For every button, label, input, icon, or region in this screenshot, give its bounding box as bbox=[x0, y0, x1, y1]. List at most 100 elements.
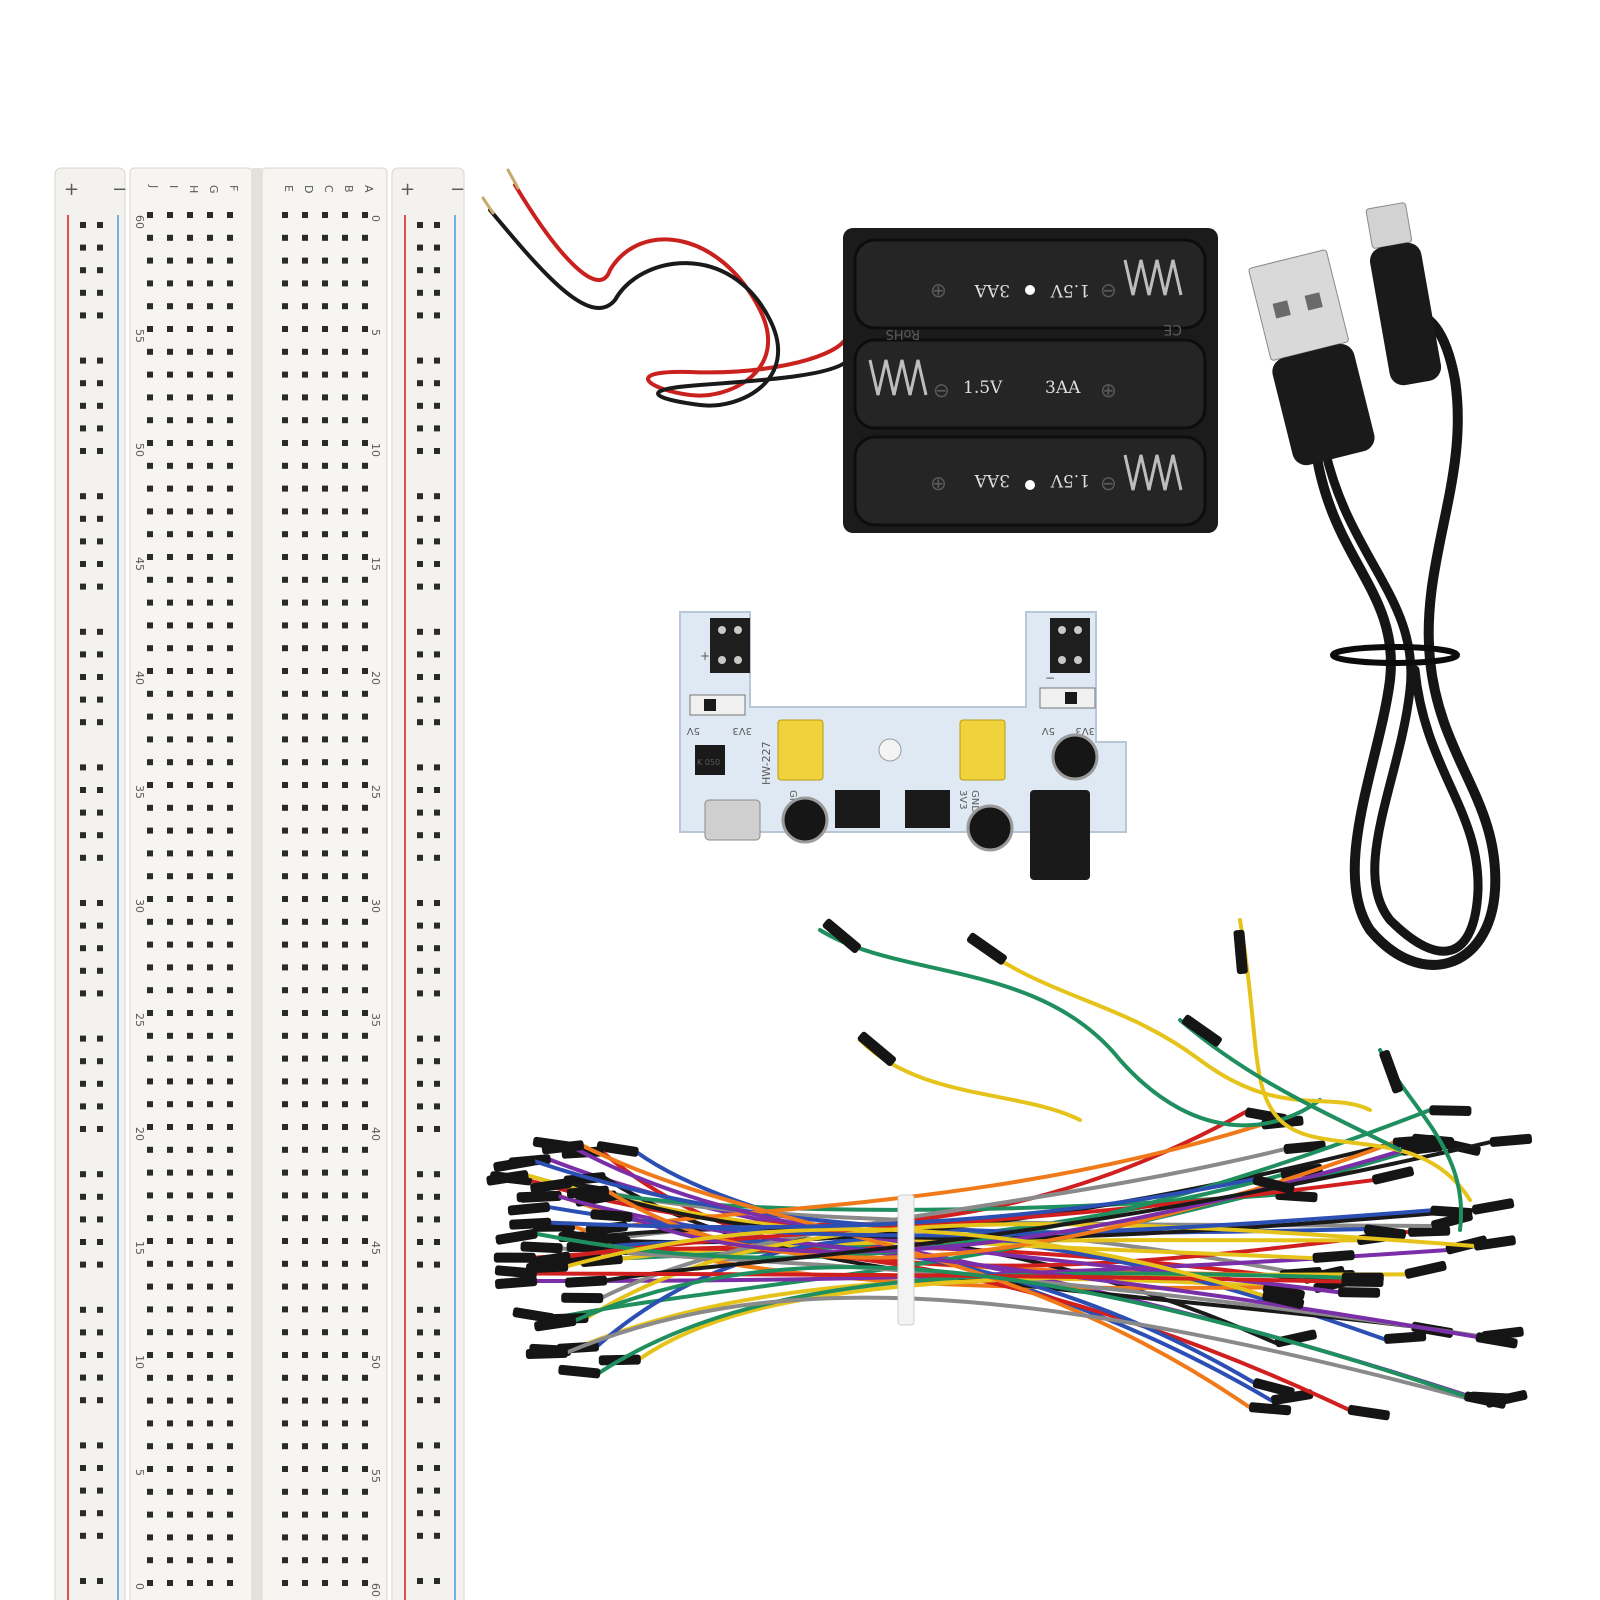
breadboard-hole[interactable] bbox=[282, 1511, 288, 1518]
breadboard-hole[interactable] bbox=[207, 485, 213, 492]
breadboard-hole[interactable] bbox=[302, 371, 308, 378]
breadboard-hole[interactable] bbox=[187, 257, 193, 264]
breadboard-hole[interactable] bbox=[302, 576, 308, 583]
breadboard-hole[interactable] bbox=[322, 713, 328, 720]
breadboard-hole[interactable] bbox=[187, 1010, 193, 1016]
rail-hole[interactable] bbox=[97, 719, 103, 726]
breadboard-hole[interactable] bbox=[227, 1283, 233, 1290]
rail-hole[interactable] bbox=[97, 1126, 103, 1132]
breadboard-hole[interactable] bbox=[342, 1557, 348, 1564]
rail-hole[interactable] bbox=[80, 719, 86, 726]
breadboard-hole[interactable] bbox=[342, 987, 348, 994]
rail-hole[interactable] bbox=[434, 561, 440, 567]
breadboard-hole[interactable] bbox=[187, 690, 193, 697]
breadboard-hole[interactable] bbox=[147, 1078, 153, 1085]
breadboard-hole[interactable] bbox=[362, 736, 368, 743]
breadboard-hole[interactable] bbox=[207, 1580, 213, 1586]
breadboard-hole[interactable] bbox=[187, 918, 193, 925]
rail-hole[interactable] bbox=[434, 1216, 440, 1223]
breadboard-hole[interactable] bbox=[187, 1443, 193, 1450]
breadboard-hole[interactable] bbox=[342, 394, 348, 401]
breadboard-hole[interactable] bbox=[147, 690, 153, 697]
rail-hole[interactable] bbox=[80, 425, 86, 432]
breadboard-hole[interactable] bbox=[282, 1124, 288, 1130]
breadboard-hole[interactable] bbox=[207, 645, 213, 652]
breadboard-hole[interactable] bbox=[282, 1283, 288, 1290]
breadboard-hole[interactable] bbox=[362, 1557, 368, 1564]
breadboard-hole[interactable] bbox=[362, 234, 368, 241]
breadboard-hole[interactable] bbox=[147, 827, 153, 834]
breadboard-hole[interactable] bbox=[207, 1032, 213, 1039]
breadboard-hole[interactable] bbox=[227, 873, 233, 880]
breadboard-hole[interactable] bbox=[167, 303, 173, 310]
breadboard-hole[interactable] bbox=[227, 1010, 233, 1016]
breadboard-hole[interactable] bbox=[282, 1329, 288, 1336]
breadboard-hole[interactable] bbox=[167, 348, 173, 355]
breadboard-hole[interactable] bbox=[342, 850, 348, 857]
rail-hole[interactable] bbox=[97, 1578, 103, 1584]
breadboard-hole[interactable] bbox=[167, 1192, 173, 1199]
breadboard-hole[interactable] bbox=[147, 987, 153, 994]
rail-hole[interactable] bbox=[97, 900, 103, 906]
rail-hole[interactable] bbox=[97, 1487, 103, 1494]
rail-hole[interactable] bbox=[417, 425, 423, 432]
rail-hole[interactable] bbox=[417, 967, 423, 974]
breadboard-hole[interactable] bbox=[227, 531, 233, 538]
breadboard-hole[interactable] bbox=[282, 1192, 288, 1199]
breadboard-hole[interactable] bbox=[227, 713, 233, 720]
breadboard-hole[interactable] bbox=[282, 554, 288, 560]
rail-hole[interactable] bbox=[80, 1487, 86, 1494]
breadboard-hole[interactable] bbox=[342, 462, 348, 469]
breadboard-hole[interactable] bbox=[207, 554, 213, 560]
breadboard-hole[interactable] bbox=[187, 1238, 193, 1244]
rail-hole[interactable] bbox=[434, 289, 440, 296]
breadboard-hole[interactable] bbox=[147, 1534, 153, 1541]
breadboard-hole[interactable] bbox=[187, 303, 193, 310]
breadboard-hole[interactable] bbox=[167, 326, 173, 332]
breadboard-hole[interactable] bbox=[167, 576, 173, 583]
rail-hole[interactable] bbox=[417, 1193, 423, 1200]
breadboard-hole[interactable] bbox=[147, 280, 153, 287]
breadboard-hole[interactable] bbox=[167, 918, 173, 925]
rail-hole[interactable] bbox=[80, 289, 86, 296]
breadboard-hole[interactable] bbox=[282, 599, 288, 606]
breadboard-hole[interactable] bbox=[302, 759, 308, 766]
breadboard-hole[interactable] bbox=[302, 690, 308, 697]
breadboard-hole[interactable] bbox=[342, 645, 348, 652]
breadboard-hole[interactable] bbox=[167, 1374, 173, 1381]
breadboard-hole[interactable] bbox=[342, 1055, 348, 1062]
breadboard-hole[interactable] bbox=[187, 212, 193, 218]
rail-hole[interactable] bbox=[417, 945, 423, 952]
breadboard-hole[interactable] bbox=[342, 964, 348, 971]
breadboard-hole[interactable] bbox=[322, 1420, 328, 1427]
breadboard-hole[interactable] bbox=[322, 394, 328, 401]
rail-hole[interactable] bbox=[97, 267, 103, 274]
breadboard-hole[interactable] bbox=[187, 348, 193, 355]
breadboard-hole[interactable] bbox=[362, 827, 368, 834]
breadboard-hole[interactable] bbox=[342, 1511, 348, 1518]
breadboard-hole[interactable] bbox=[282, 508, 288, 515]
breadboard-hole[interactable] bbox=[227, 759, 233, 766]
breadboard-hole[interactable] bbox=[187, 1169, 193, 1176]
breadboard-hole[interactable] bbox=[362, 964, 368, 971]
breadboard-hole[interactable] bbox=[167, 1511, 173, 1518]
breadboard-hole[interactable] bbox=[342, 1374, 348, 1381]
breadboard-hole[interactable] bbox=[187, 1306, 193, 1313]
breadboard-hole[interactable] bbox=[282, 987, 288, 994]
breadboard-hole[interactable] bbox=[227, 599, 233, 606]
rail-hole[interactable] bbox=[97, 945, 103, 952]
breadboard-hole[interactable] bbox=[362, 759, 368, 766]
breadboard-hole[interactable] bbox=[362, 804, 368, 811]
breadboard-hole[interactable] bbox=[282, 303, 288, 310]
rail-hole[interactable] bbox=[434, 402, 440, 409]
breadboard-hole[interactable] bbox=[342, 690, 348, 697]
breadboard-hole[interactable] bbox=[147, 1010, 153, 1016]
breadboard-hole[interactable] bbox=[342, 326, 348, 332]
breadboard-hole[interactable] bbox=[322, 212, 328, 218]
breadboard-hole[interactable] bbox=[227, 736, 233, 743]
breadboard-hole[interactable] bbox=[167, 599, 173, 606]
breadboard-hole[interactable] bbox=[302, 417, 308, 424]
breadboard-hole[interactable] bbox=[187, 1534, 193, 1541]
breadboard-hole[interactable] bbox=[147, 1488, 153, 1495]
breadboard-hole[interactable] bbox=[282, 394, 288, 401]
